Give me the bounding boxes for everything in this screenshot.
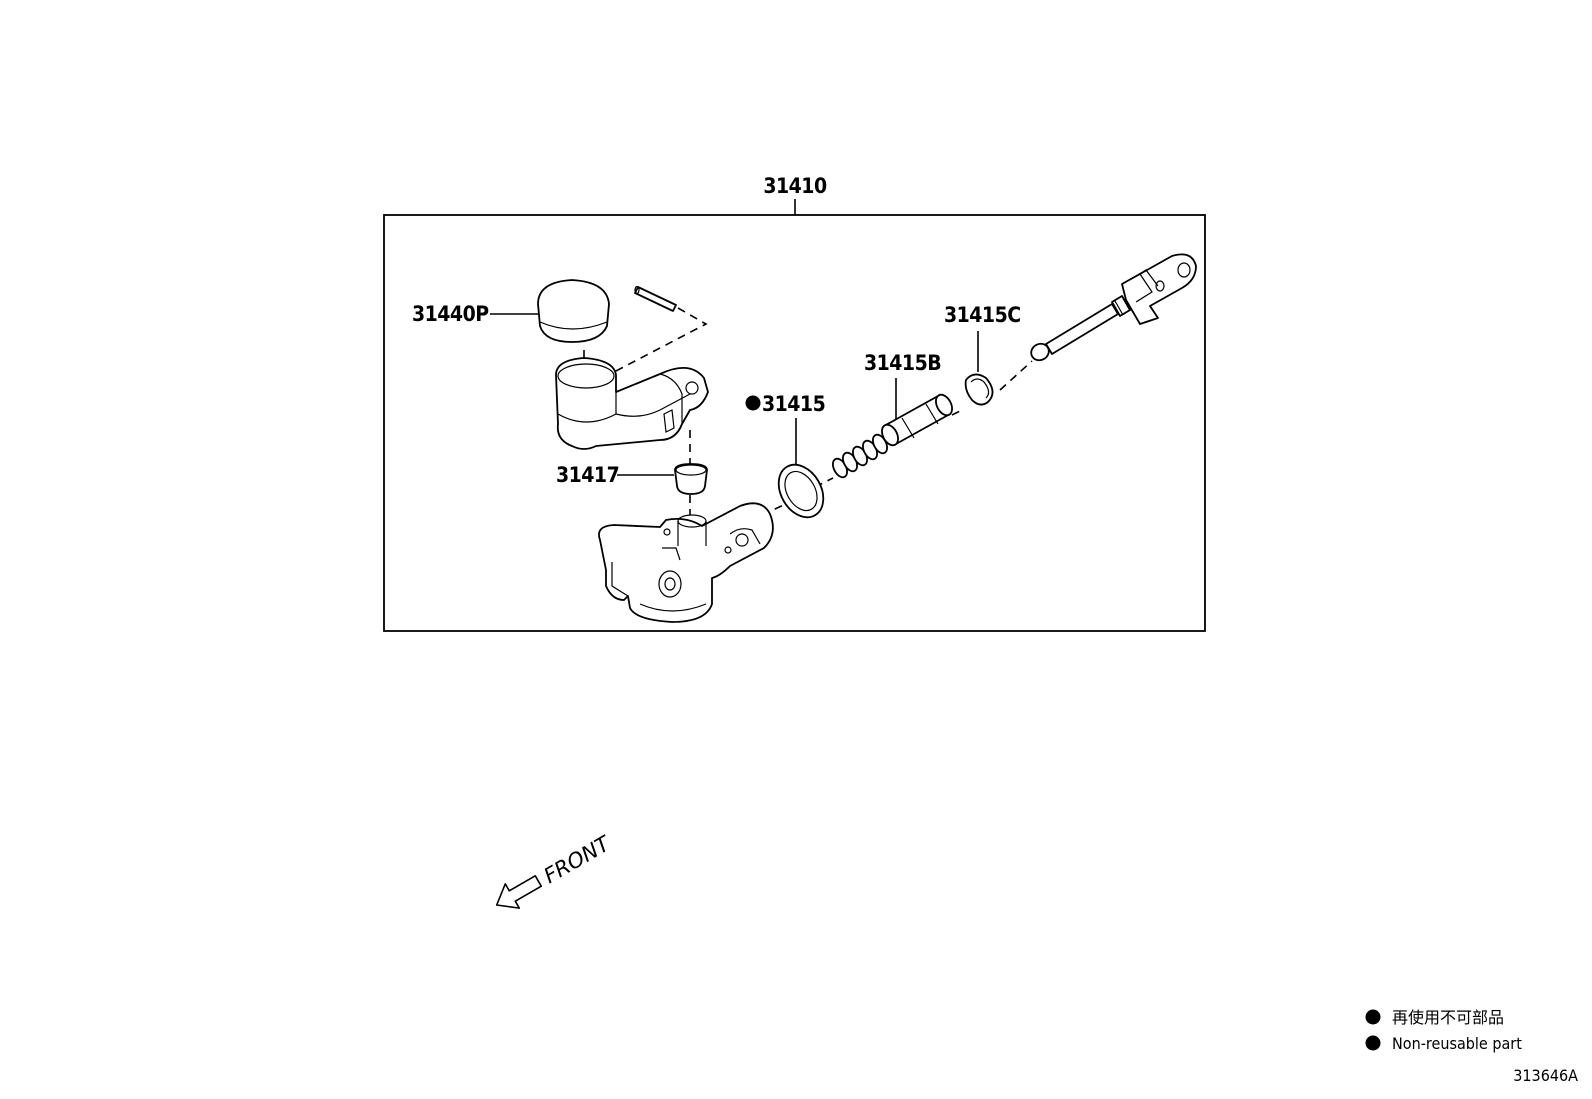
part-label-31415C[interactable]: 31415C [944,303,1021,327]
non-reusable-marker [745,395,761,411]
part-31417[interactable]: 31417 [556,463,708,495]
part-label-31440P[interactable]: 31440P [412,302,490,326]
o-ring-large [777,463,825,519]
assembly-box [383,214,1206,632]
part-label-31417[interactable]: 31417 [556,463,620,487]
reservoir-cap-shape [537,279,610,343]
piston-shape [881,393,953,447]
assembly-label[interactable]: 31410 [763,174,827,198]
legend-bullet-icon [1365,1009,1381,1025]
assembly-callout: 31410 [383,174,1206,632]
legend-bullet-icon [1365,1035,1381,1051]
reservoir-pin [634,285,677,312]
front-arrow-icon [495,875,543,909]
reservoir-body [555,357,709,450]
front-indicator: FRONT [495,831,616,909]
part-label-31415[interactable]: 31415 [762,392,826,416]
part-31415B[interactable]: 31415B [830,351,955,480]
figure-id: 313646A [1513,1066,1578,1085]
part-label-31415B[interactable]: 31415B [864,351,942,375]
legend-item-english: Non-reusable part [1392,1034,1522,1053]
legend-item-japanese: 再使用不可部品 [1392,1008,1504,1027]
snap-ring-shape [964,373,994,406]
front-label: FRONT [540,831,616,889]
legend: 再使用不可部品 Non-reusable part [1365,1008,1522,1053]
push-rod [1030,253,1197,362]
part-31440P[interactable]: 31440P [412,279,610,343]
cylinder-body [598,502,774,623]
part-31415[interactable]: 31415 [745,392,833,525]
spring-shape [832,433,888,479]
part-31415C[interactable]: 31415C [944,303,1021,406]
grommet-shape [674,463,708,495]
